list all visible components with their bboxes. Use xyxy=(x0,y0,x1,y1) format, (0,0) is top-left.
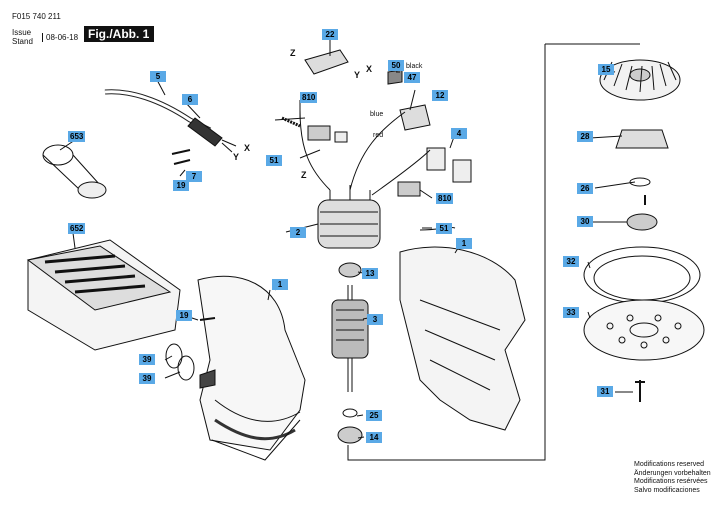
part-label-652: 652 xyxy=(68,223,86,234)
part-label-25: 25 xyxy=(366,410,382,421)
part-label-31: 31 xyxy=(597,386,613,397)
connector-x-top: X xyxy=(366,64,373,74)
issue-label-line2: Stand xyxy=(12,37,33,46)
connector-x-cord: X xyxy=(244,143,251,153)
connector-z-mid: Z xyxy=(301,170,307,180)
part-label-39: 39 xyxy=(139,354,155,365)
part-label-5: 5 xyxy=(150,71,166,82)
part-label-3: 3 xyxy=(367,314,383,325)
part-label-51-lower: 51 xyxy=(436,223,452,234)
switch-part-a xyxy=(426,147,446,171)
o-ring-lower xyxy=(177,355,195,381)
pad-bearing xyxy=(626,213,658,231)
part-label-6: 6 xyxy=(182,94,198,105)
part-label-7: 7 xyxy=(186,171,202,182)
right-housing xyxy=(399,246,526,431)
sanding-pad xyxy=(583,299,705,361)
wire-label-blue: blue xyxy=(370,111,384,118)
wire-bundle xyxy=(299,109,431,196)
part-label-30: 30 xyxy=(577,216,593,227)
part-label-13: 13 xyxy=(362,268,378,279)
retaining-ring xyxy=(342,408,358,418)
o-ring-upper xyxy=(165,343,183,369)
part-label-14: 14 xyxy=(366,432,382,443)
part-label-15: 15 xyxy=(598,64,614,75)
washer xyxy=(629,177,651,187)
note-line: Modifications reserved xyxy=(634,461,705,468)
dust-box xyxy=(26,239,181,351)
figure-label: Fig./Abb. 1 xyxy=(84,26,155,42)
modification-notes: Modifications reserved Änderungen vorbeh… xyxy=(634,461,711,495)
connector-y-cord: Y xyxy=(233,152,240,162)
bearing-lower xyxy=(337,426,363,444)
part-label-19: 19 xyxy=(173,180,189,191)
part-label-810-lower: 810 xyxy=(436,193,454,204)
part-label-47: 47 xyxy=(404,72,420,83)
pad-screw xyxy=(635,380,645,402)
part-label-51: 51 xyxy=(266,155,282,166)
part-label-1-right: 1 xyxy=(456,238,472,249)
part-label-12: 12 xyxy=(432,90,448,101)
note-line: Salvo modificaciones xyxy=(634,486,700,494)
connector-z-top: Z xyxy=(290,48,296,58)
cord-sleeve xyxy=(187,117,223,147)
left-housing xyxy=(197,275,306,461)
part-label-28: 28 xyxy=(577,131,593,142)
drawing-code: F015 740 211 xyxy=(12,12,61,21)
wire-label-red: red xyxy=(373,132,384,139)
issue-label: Issue Stand xyxy=(12,28,33,46)
part-label-19-housing: 19 xyxy=(176,310,192,321)
part-label-810: 810 xyxy=(300,92,318,103)
assembly-bracket-line xyxy=(347,44,546,461)
part-label-2: 2 xyxy=(290,227,306,238)
part-label-653: 653 xyxy=(68,131,86,142)
issue-date: 08-06-18 xyxy=(42,33,78,42)
part-label-33: 33 xyxy=(563,307,579,318)
brush-holder-lower xyxy=(397,181,421,197)
sealing-ring xyxy=(583,246,701,304)
part-label-39-lower: 39 xyxy=(139,373,155,384)
part-label-22: 22 xyxy=(322,29,338,40)
counterweight xyxy=(615,129,669,149)
part-label-4: 4 xyxy=(451,128,467,139)
switch-part-b xyxy=(452,159,472,183)
part-label-26: 26 xyxy=(577,183,593,194)
brush-holder-set xyxy=(274,116,348,143)
stator xyxy=(317,185,381,249)
connector-y-top: Y xyxy=(354,70,361,80)
note-line: Änderungen vorbehalten xyxy=(634,469,711,477)
part-label-50: 50 xyxy=(388,60,404,71)
switch-module xyxy=(304,49,349,75)
armature xyxy=(331,285,369,392)
part-label-1: 1 xyxy=(272,279,288,290)
dust-adapter xyxy=(42,144,107,199)
note-line: Modifications resérvées xyxy=(634,478,708,485)
bearing-upper xyxy=(338,262,362,278)
fan-impeller xyxy=(599,59,681,101)
wire-label-black: black xyxy=(406,63,423,70)
part-label-32: 32 xyxy=(563,256,579,267)
issue-label-line1: Issue xyxy=(12,28,32,37)
